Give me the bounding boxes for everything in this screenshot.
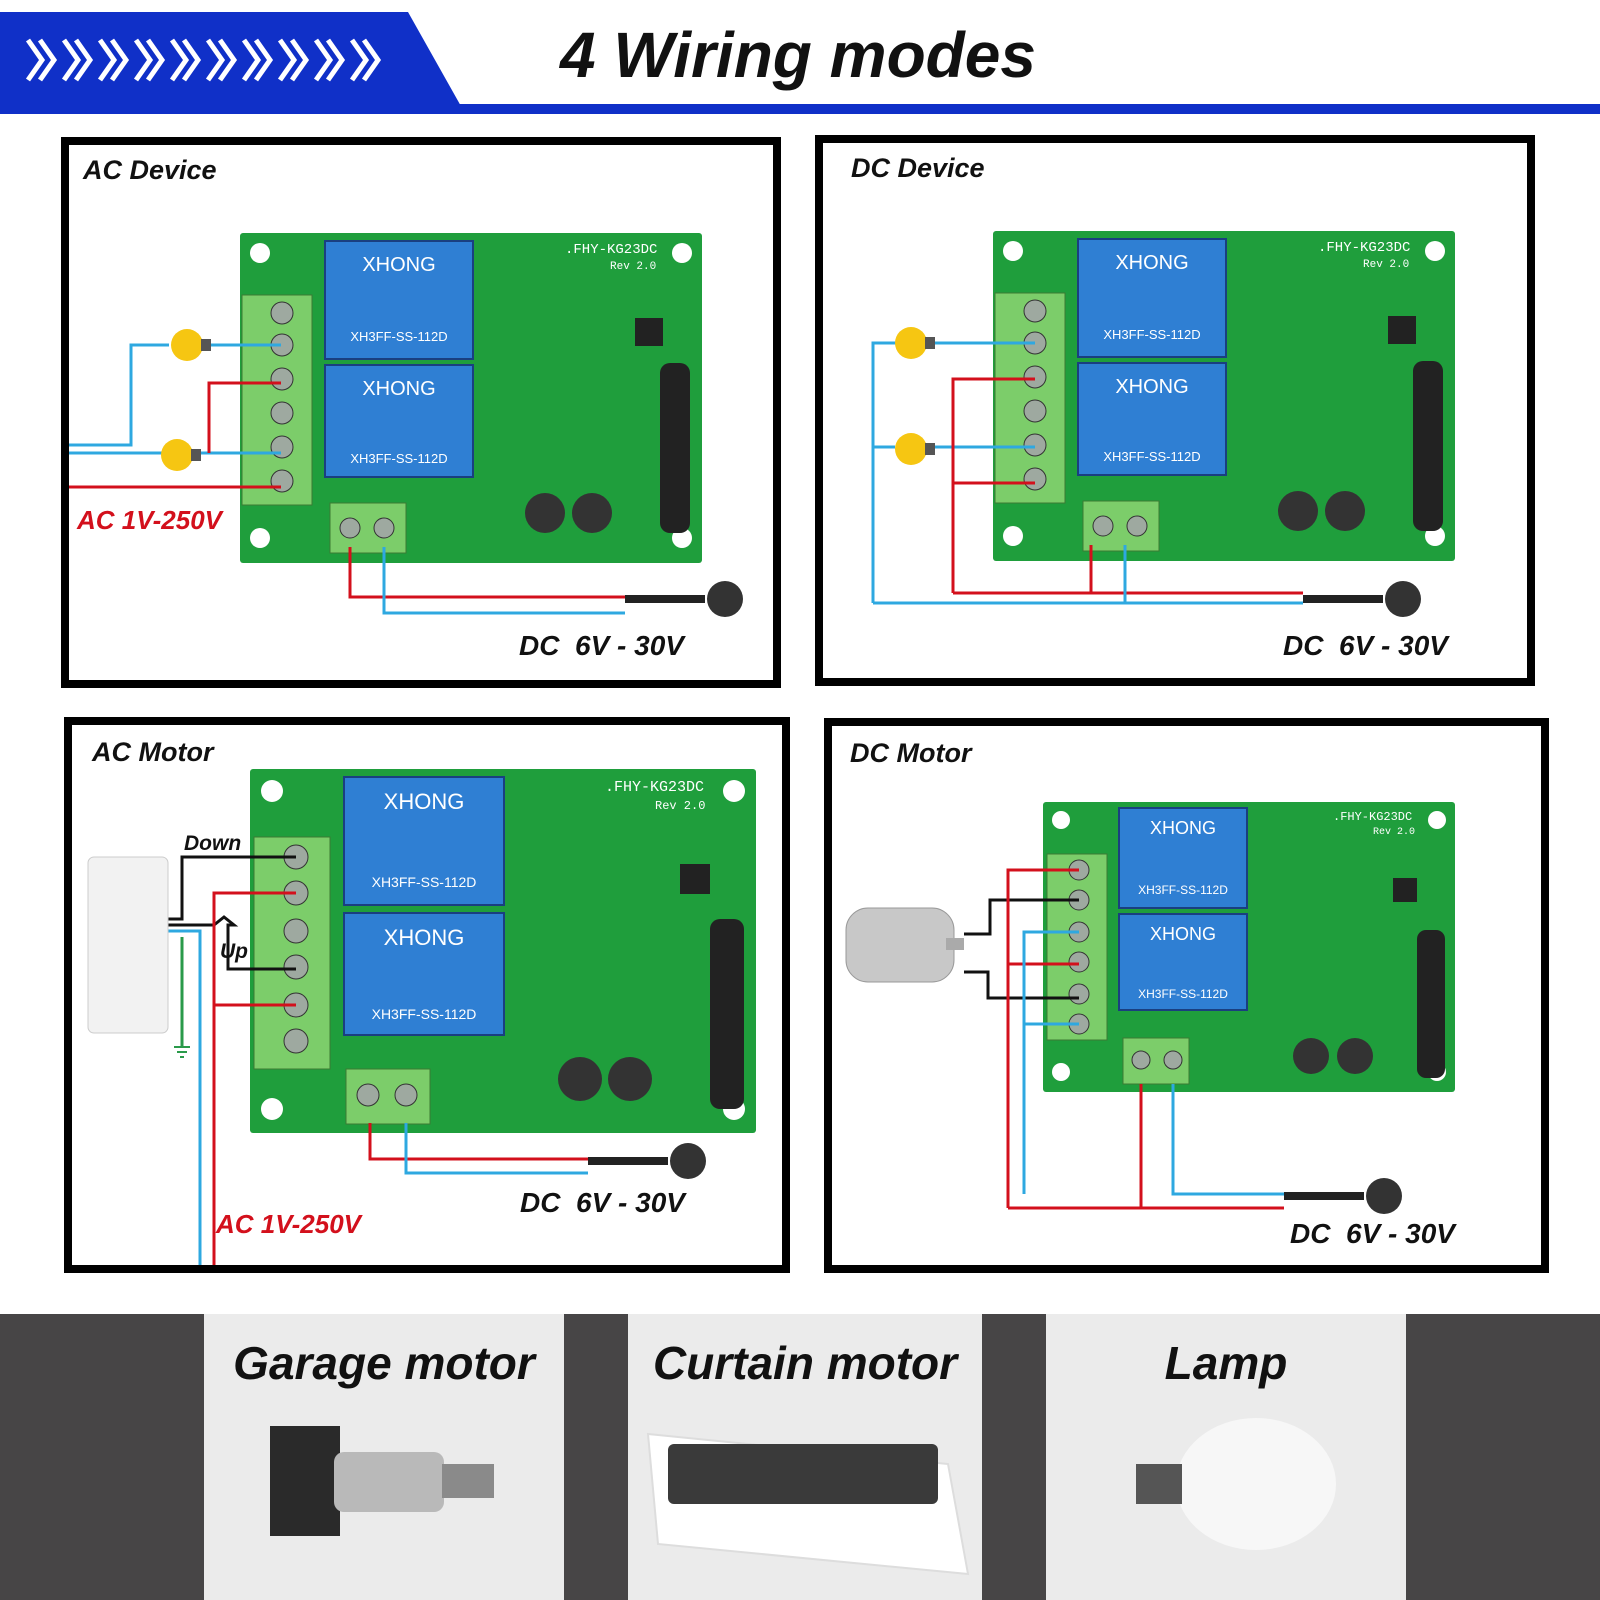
dc-device-wires <box>871 341 1303 605</box>
relay-board: XHONG XHONG XH3FF-SS-112D XH3FF-SS-112D … <box>250 769 756 1133</box>
power-plug-icon <box>1284 1178 1402 1214</box>
dc-motor-wiring-diagram: XHONG XHONG XH3FF-SS-112D XH3FF-SS-112D … <box>845 802 1455 1214</box>
svg-text:XHONG: XHONG <box>362 378 435 400</box>
svg-text:XH3FF-SS-112D: XH3FF-SS-112D <box>372 874 477 890</box>
svg-text:Rev 2.0: Rev 2.0 <box>1363 259 1409 271</box>
svg-text:Rev 2.0: Rev 2.0 <box>610 261 656 273</box>
banner-graphic <box>0 12 1600 114</box>
lamp-icon <box>1136 1418 1336 1550</box>
relay-board: XHONG XHONG XH3FF-SS-112D XH3FF-SS-112D … <box>993 231 1455 561</box>
lamp-icon <box>161 439 201 471</box>
page-title: 4 Wiring modes <box>560 19 1036 91</box>
ac-motor-wires <box>166 855 588 1265</box>
svg-text:XH3FF-SS-112D: XH3FF-SS-112D <box>1103 449 1200 464</box>
app-card-curtain-motor: Curtain motor <box>628 1314 982 1600</box>
dc-motor-icon <box>845 907 964 983</box>
panel-title: AC Device <box>83 155 217 185</box>
down-wire-label: Down <box>184 832 242 855</box>
dc-supply-label: DC 6V - 30V <box>519 630 684 661</box>
svg-text:XHONG: XHONG <box>1150 924 1216 944</box>
svg-text:XH3FF-SS-112D: XH3FF-SS-112D <box>1103 327 1200 342</box>
svg-text:XHONG: XHONG <box>384 925 465 950</box>
svg-text:XH3FF-SS-112D: XH3FF-SS-112D <box>372 1006 477 1022</box>
svg-text:XHONG: XHONG <box>384 789 465 814</box>
svg-text:Rev 2.0: Rev 2.0 <box>1373 827 1415 838</box>
svg-text:.FHY-KG23DC: .FHY-KG23DC <box>565 242 657 258</box>
svg-text:XHONG: XHONG <box>1115 252 1188 274</box>
dc-supply-label: DC 6V - 30V <box>1290 1218 1455 1249</box>
dc-supply-label: DC 6V - 30V <box>520 1187 685 1218</box>
applications-strip: Garage motor Curtain motor Lamp <box>0 1314 1600 1600</box>
app-label: Garage motor <box>233 1337 535 1389</box>
svg-text:XHONG: XHONG <box>362 254 435 276</box>
dc-supply-label: DC 6V - 30V <box>1283 630 1448 661</box>
dc-device-wiring-diagram: XHONG XHONG XH3FF-SS-112D XH3FF-SS-112D … <box>871 231 1455 617</box>
chevron-arrows-icon <box>25 38 382 82</box>
svg-text:XH3FF-SS-112D: XH3FF-SS-112D <box>1138 987 1228 1001</box>
ac-device-wires <box>69 343 625 615</box>
app-label: Curtain motor <box>652 1337 958 1389</box>
panel-ac-device: XHONG XHONG XH3FF-SS-112D XH3FF-SS-112D … <box>61 137 781 688</box>
svg-text:XH3FF-SS-112D: XH3FF-SS-112D <box>350 451 447 466</box>
relay-board: XHONG XHONG XH3FF-SS-112D XH3FF-SS-112D … <box>240 233 702 563</box>
panel-title: AC Motor <box>92 737 214 767</box>
svg-text:XHONG: XHONG <box>1150 818 1216 838</box>
app-card-garage-motor: Garage motor <box>204 1314 564 1600</box>
up-wire-label: Up <box>220 940 248 963</box>
ac-supply-label: AC 1V-250V <box>216 1209 361 1239</box>
panel-title: DC Motor <box>850 738 972 768</box>
svg-text:XH3FF-SS-112D: XH3FF-SS-112D <box>350 329 447 344</box>
garage-motor-icon <box>270 1426 494 1536</box>
dc-motor-wires <box>964 868 1284 1210</box>
app-card-lamp: Lamp <box>1046 1314 1406 1600</box>
lamp-icon <box>171 329 211 361</box>
panel-dc-device: XHONG XHONG XH3FF-SS-112D XH3FF-SS-112D … <box>815 135 1535 686</box>
svg-text:.FHY-KG23DC: .FHY-KG23DC <box>605 779 704 796</box>
power-plug-icon <box>625 581 743 617</box>
panel-ac-motor: XHONG XHONG XH3FF-SS-112D XH3FF-SS-112D … <box>64 717 790 1273</box>
lamp-icon <box>895 433 935 465</box>
ac-supply-label: AC 1V-250V <box>77 505 222 535</box>
panel-dc-motor: XHONG XHONG XH3FF-SS-112D XH3FF-SS-112D … <box>824 718 1549 1273</box>
svg-text:Rev 2.0: Rev 2.0 <box>655 799 705 813</box>
lamp-icon <box>895 327 935 359</box>
ac-motor-wiring-diagram: XHONG XHONG XH3FF-SS-112D XH3FF-SS-112D … <box>87 769 756 1265</box>
ac-device-wiring-diagram: XHONG XHONG XH3FF-SS-112D XH3FF-SS-112D … <box>69 233 743 617</box>
panel-title: DC Device <box>851 153 985 183</box>
power-plug-icon <box>588 1143 706 1179</box>
power-plug-icon <box>1303 581 1421 617</box>
svg-text:XH3FF-SS-112D: XH3FF-SS-112D <box>1138 883 1228 897</box>
app-label: Lamp <box>1164 1337 1288 1389</box>
ground-icon <box>174 1046 190 1058</box>
header-banner: 4 Wiring modes <box>0 0 1600 120</box>
curtain-motor-icon <box>87 856 169 1034</box>
svg-text:XHONG: XHONG <box>1115 376 1188 398</box>
relay-board: XHONG XHONG XH3FF-SS-112D XH3FF-SS-112D … <box>1043 802 1455 1092</box>
curtain-motor-icon <box>646 1432 970 1576</box>
svg-text:.FHY-KG23DC: .FHY-KG23DC <box>1318 240 1410 256</box>
svg-text:.FHY-KG23DC: .FHY-KG23DC <box>1333 810 1412 824</box>
